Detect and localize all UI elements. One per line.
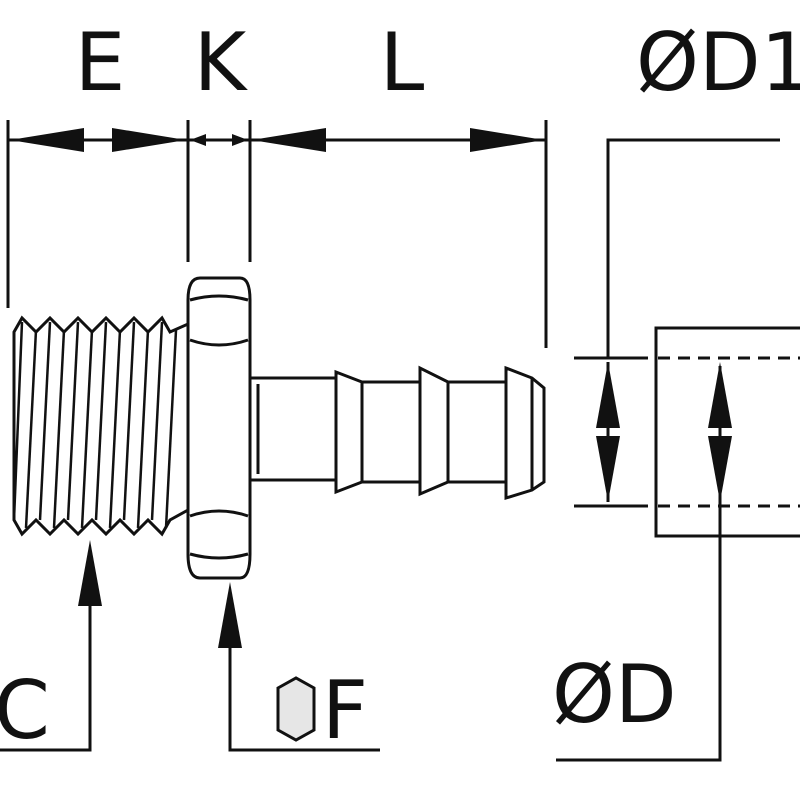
extension-lines [6, 120, 548, 348]
threaded-body [12, 315, 190, 537]
hexagon-icon [276, 676, 316, 742]
hose-barb [248, 365, 546, 501]
dim-label-d: ØD [552, 648, 677, 741]
leader-c [0, 540, 102, 752]
dim-label-d1: ØD1 [636, 16, 800, 109]
dim-label-c: C [0, 664, 50, 757]
leader-f [218, 582, 380, 752]
dimension-line-e-k-l [8, 128, 546, 152]
dimension-d-arrows [708, 362, 732, 502]
dim-label-e: E [75, 16, 126, 109]
dim-label-f: F [322, 664, 368, 757]
hex-nut [186, 276, 252, 580]
dimension-d1-arrows [596, 362, 620, 502]
dim-label-k: K [194, 16, 249, 109]
dim-label-l: L [380, 16, 425, 109]
